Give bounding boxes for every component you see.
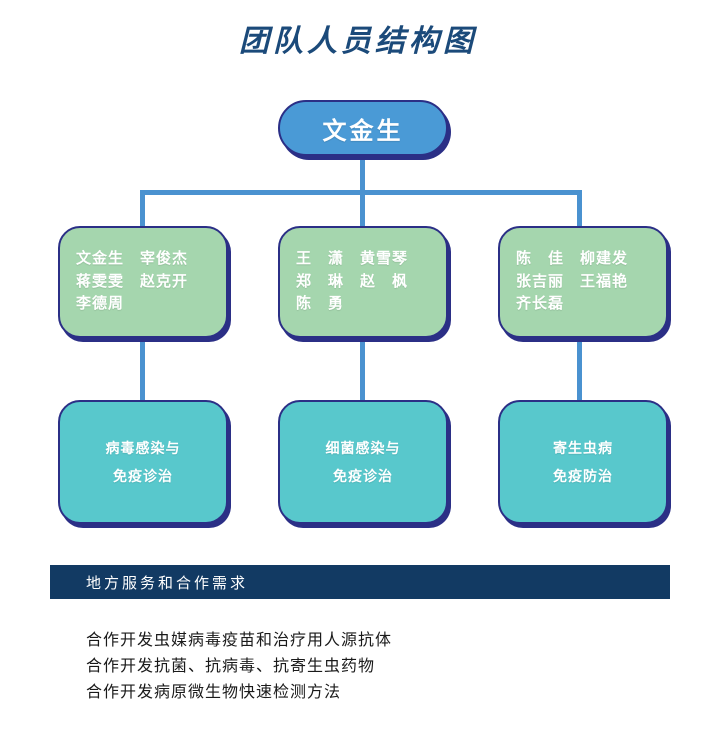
member-group-box-1[interactable]: 文金生 宰俊杰 蒋雯雯 赵克开 李德周 <box>58 226 228 338</box>
member-group-box-2[interactable]: 王 潇 黄雪琴 郑 琳 赵 枫 陈 勇 <box>278 226 448 338</box>
connector-drop-branch-1 <box>140 190 145 228</box>
member-line: 郑 琳 赵 枫 <box>296 272 409 290</box>
connector-drop-branch-3 <box>577 190 582 228</box>
topic-line: 病毒感染与 <box>105 439 181 456</box>
connector-drop-branch-2 <box>360 190 365 228</box>
member-group-box-3[interactable]: 陈 佳 柳建发 张吉丽 王福艳 齐长磊 <box>498 226 668 338</box>
topic-line: 寄生虫病 <box>553 439 613 456</box>
member-line: 王 潇 黄雪琴 <box>296 249 409 267</box>
topic-line: 细菌感染与 <box>325 439 401 456</box>
root-node-label: 文金生 <box>322 117 404 145</box>
topic-box-3[interactable]: 寄生虫病 免疫防治 <box>498 400 668 524</box>
topic-box-1[interactable]: 病毒感染与 免疫诊治 <box>58 400 228 524</box>
member-line: 齐长磊 <box>516 295 565 313</box>
member-line: 文金生 宰俊杰 <box>76 249 189 267</box>
requirement-item: 合作开发病原微生物快速检测方法 <box>86 684 342 701</box>
member-line: 陈 佳 柳建发 <box>516 249 629 267</box>
member-line: 陈 勇 <box>296 295 345 313</box>
root-node-leader[interactable]: 文金生 <box>278 100 448 156</box>
topic-box-2[interactable]: 细菌感染与 免疫诊治 <box>278 400 448 524</box>
member-line: 张吉丽 王福艳 <box>516 272 629 290</box>
topic-line: 免疫诊治 <box>333 468 393 484</box>
connector-root-stem <box>360 156 365 190</box>
topic-line: 免疫防治 <box>553 468 613 484</box>
requirement-item: 合作开发虫媒病毒疫苗和治疗用人源抗体 <box>86 632 393 649</box>
connector-members-to-topic-3 <box>577 338 582 402</box>
section-banner: 地方服务和合作需求 <box>50 565 670 599</box>
member-line: 李德周 <box>76 295 125 313</box>
connector-members-to-topic-1 <box>140 338 145 402</box>
requirement-item: 合作开发抗菌、抗病毒、抗寄生虫药物 <box>86 658 376 675</box>
section-banner-label: 地方服务和合作需求 <box>86 574 249 592</box>
topic-line: 免疫诊治 <box>113 468 173 484</box>
page-title: 团队人员结构图 <box>239 25 477 58</box>
member-line: 蒋雯雯 赵克开 <box>76 272 189 290</box>
connector-members-to-topic-2 <box>360 338 365 402</box>
requirements-list: 合作开发虫媒病毒疫苗和治疗用人源抗体 合作开发抗菌、抗病毒、抗寄生虫药物 合作开… <box>86 628 646 706</box>
